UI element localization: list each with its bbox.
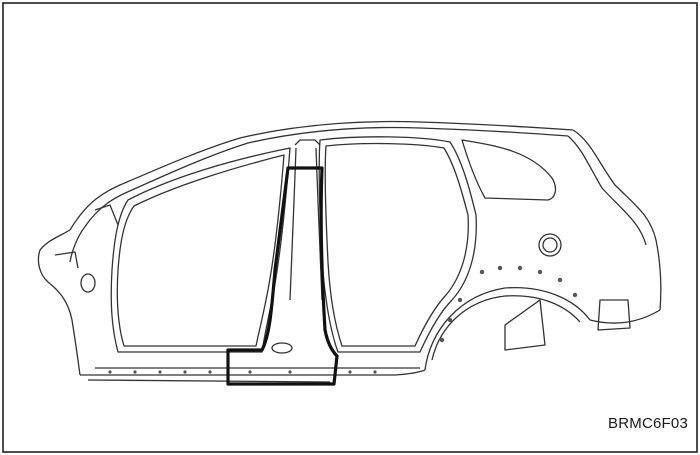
figure-code: BRMC6F03 xyxy=(608,415,688,432)
body-holes xyxy=(108,265,578,374)
b-pillar-and-rocker-highlight xyxy=(226,166,339,386)
